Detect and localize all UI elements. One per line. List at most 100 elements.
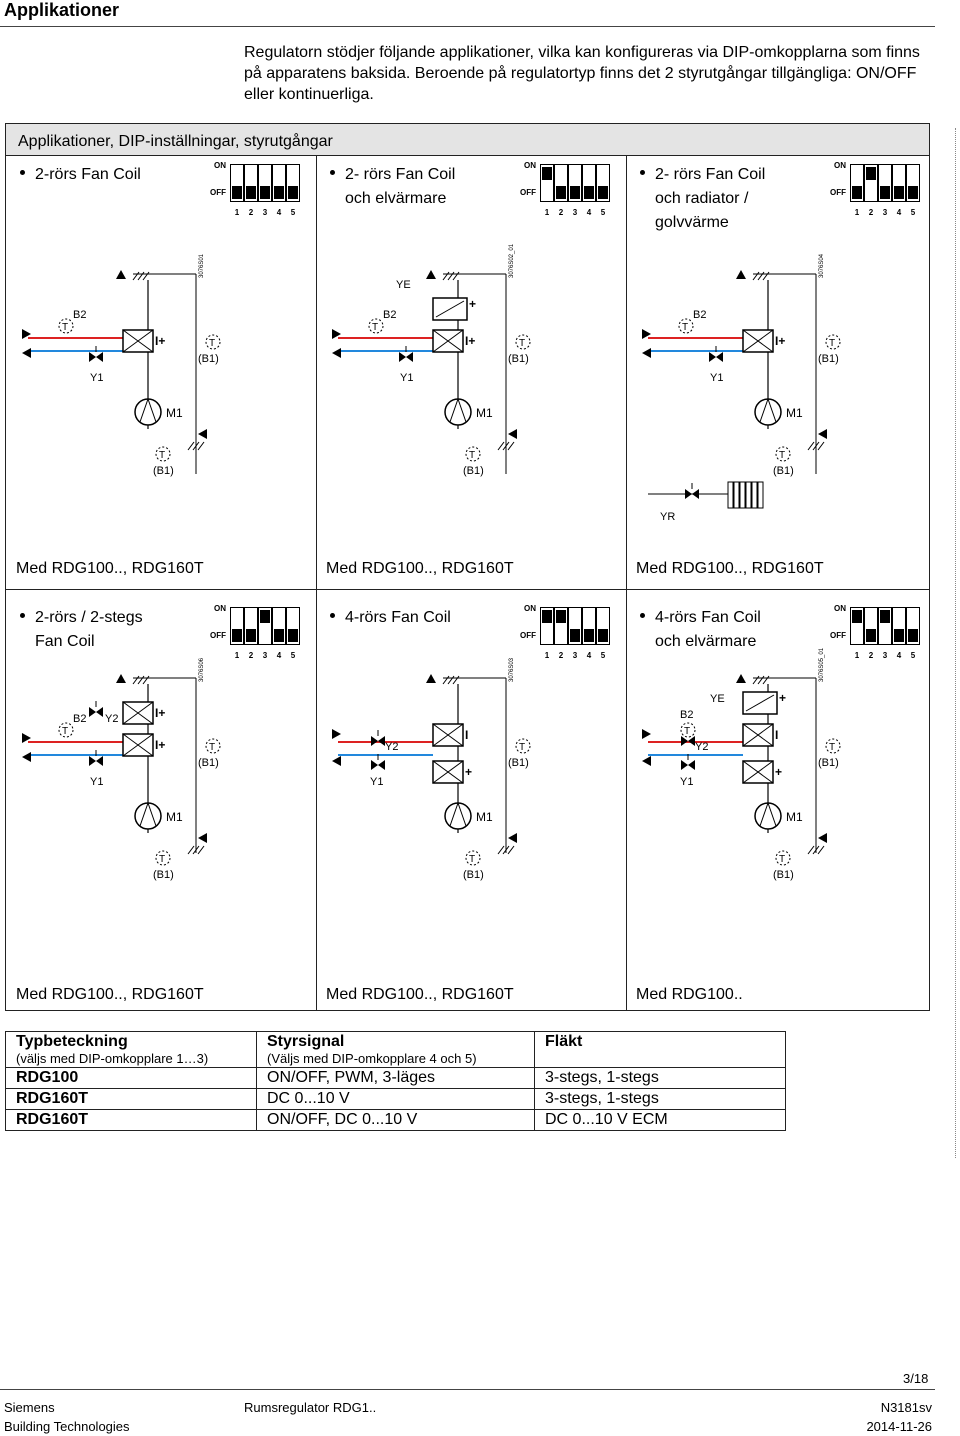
sensor-t-label: T <box>209 338 215 349</box>
diagram-code: 3076S06 <box>199 657 205 682</box>
temperature-sensor-icon: T <box>368 318 384 334</box>
label-m1: M1 <box>786 406 803 420</box>
dip-switch-5 <box>596 164 610 202</box>
diagram-code: 3076S02_01 <box>509 243 515 278</box>
footer-left-2: Building Technologies <box>4 1419 130 1434</box>
label-b2: B2 <box>73 309 86 321</box>
dip-switch-2 <box>244 164 258 202</box>
footer-right-2: 2014-11-26 <box>866 1419 932 1434</box>
temperature-sensor-icon: T <box>155 446 171 462</box>
dip-on-label: ON <box>214 604 226 613</box>
dip-number: 1 <box>544 208 550 217</box>
dip-on-label: ON <box>834 604 846 613</box>
valve-icon <box>89 701 103 717</box>
table-cell: RDG160T <box>5 1088 257 1110</box>
bullet-icon <box>640 170 645 176</box>
valve-icon <box>371 754 385 770</box>
sensor-t-label: T <box>684 726 690 737</box>
dip-number: 1 <box>854 651 860 660</box>
dip-number: 3 <box>882 651 888 660</box>
title-line: och radiator / <box>655 190 749 207</box>
dip-switch-5 <box>286 607 300 645</box>
svg-text:I+: I+ <box>155 334 165 348</box>
dip-switch-1 <box>850 607 864 645</box>
label-y1: Y1 <box>90 776 103 788</box>
dip-switch-1 <box>540 607 554 645</box>
dip-number: 2 <box>248 208 254 217</box>
flow-arrow-icon <box>22 348 31 358</box>
dip-number: 4 <box>896 208 902 217</box>
sensor-t-label: T <box>209 742 215 753</box>
dip-switch-2 <box>864 607 878 645</box>
temperature-sensor-icon: T <box>825 738 841 754</box>
fan-motor-icon <box>134 397 162 426</box>
label-ye: YE <box>710 693 725 705</box>
cell-divider <box>626 589 627 1010</box>
flow-arrow-icon <box>22 733 31 743</box>
title-line: Fan Coil <box>35 633 95 650</box>
dip-switch-3 <box>878 164 892 202</box>
diagram-code: 3076S04 <box>819 253 825 278</box>
dip-switch-1 <box>540 164 554 202</box>
table-cell: 3-stegs, 1-stegs <box>534 1067 786 1089</box>
header-sub: (väljs med DIP-omkopplare 1…3) <box>16 1051 209 1066</box>
dip-off-label: OFF <box>830 188 846 197</box>
box-heading: Applikationer, DIP-inställningar, styrut… <box>6 124 929 156</box>
application-title: 2-rörs Fan Coil <box>20 163 141 187</box>
dip-switch-5 <box>906 607 920 645</box>
flow-arrow-icon <box>736 270 746 279</box>
label-ye: YE <box>396 279 411 291</box>
sensor-t-label: T <box>159 854 165 865</box>
wall-hatch-icon <box>442 271 460 281</box>
label-b1: (B1) <box>153 465 174 477</box>
bullet-icon <box>330 613 335 619</box>
dip-number: 4 <box>586 651 592 660</box>
sensor-t-label: T <box>682 322 688 333</box>
header-typbeteckning: Typbeteckning <box>16 1033 128 1050</box>
dip-switch-3 <box>568 607 582 645</box>
label-y1: Y1 <box>90 372 103 384</box>
sensor-t-label: T <box>779 854 785 865</box>
dip-on-label: ON <box>524 604 536 613</box>
valve-icon <box>685 483 699 499</box>
dip-number: 5 <box>910 208 916 217</box>
label-b1: (B1) <box>508 757 529 769</box>
sensor-t-label: T <box>372 322 378 333</box>
flow-arrow-icon <box>642 729 651 739</box>
coil-icon: I <box>432 723 468 747</box>
svg-text:I: I <box>775 728 778 742</box>
sensor-t-label: T <box>829 338 835 349</box>
wall-hatch-icon <box>752 271 770 281</box>
footer-docinfo: N3181sv 2014-11-26 <box>866 1398 932 1436</box>
controller-note: Med RDG100.. <box>636 986 743 1003</box>
intro-paragraph: Regulatorn stödjer följande applikatione… <box>244 44 920 103</box>
label-b2: B2 <box>693 309 706 321</box>
dip-number: 1 <box>234 208 240 217</box>
coil-icon: I+ <box>122 733 165 757</box>
dip-switch-4 <box>272 607 286 645</box>
label-y2: Y2 <box>695 741 708 753</box>
spec-table: Typbeteckning(väljs med DIP-omkopplare 1… <box>5 1031 786 1131</box>
dip-switch-1 <box>850 164 864 202</box>
footer-rule <box>0 1389 935 1390</box>
coil-icon: + <box>742 760 782 784</box>
dip-switch-5 <box>286 164 300 202</box>
dip-switch-5 <box>596 607 610 645</box>
radiator-icon <box>648 481 764 509</box>
flow-arrow-icon <box>426 674 436 683</box>
wall-hatch-icon <box>807 845 825 855</box>
label-y2: Y2 <box>105 713 118 725</box>
flow-arrow-icon <box>332 729 341 739</box>
table-cell: DC 0...10 V <box>256 1088 535 1110</box>
title-line: golvvärme <box>655 214 729 231</box>
label-y1: Y1 <box>710 372 723 384</box>
dip-number: 5 <box>600 651 606 660</box>
wall-hatch-icon <box>132 675 150 685</box>
